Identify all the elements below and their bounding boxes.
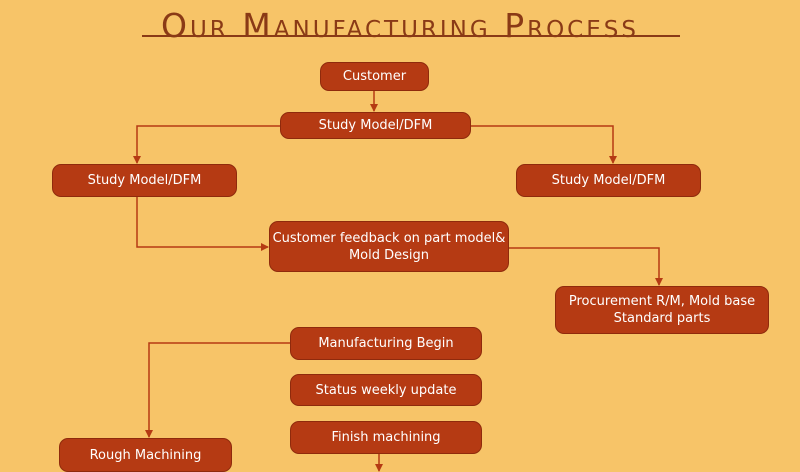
arrow-begin-to-rough: [145, 342, 290, 438]
node-rough-machining: Rough Machining: [59, 438, 232, 472]
node-procurement: Procurement R/M, Mold base Standard part…: [555, 286, 769, 334]
title-underline: [142, 35, 680, 37]
diagram-title: Our Manufacturing Process: [161, 6, 639, 45]
arrow-study-to-left: [133, 125, 280, 164]
arrow-study-to-right: [471, 125, 617, 164]
node-customer: Customer: [320, 62, 429, 91]
node-customer-feedback: Customer feedback on part model& Mold De…: [269, 221, 509, 272]
node-study-model-top: Study Model/DFM: [280, 112, 471, 139]
node-study-model-left: Study Model/DFM: [52, 164, 237, 197]
node-finish-machining: Finish machining: [290, 421, 482, 454]
arrow-feedback-to-procurement: [509, 247, 663, 286]
node-status-weekly-update: Status weekly update: [290, 374, 482, 406]
node-manufacturing-begin: Manufacturing Begin: [290, 327, 482, 360]
arrow-left-to-feedback: [136, 197, 269, 251]
node-study-model-right: Study Model/DFM: [516, 164, 701, 197]
